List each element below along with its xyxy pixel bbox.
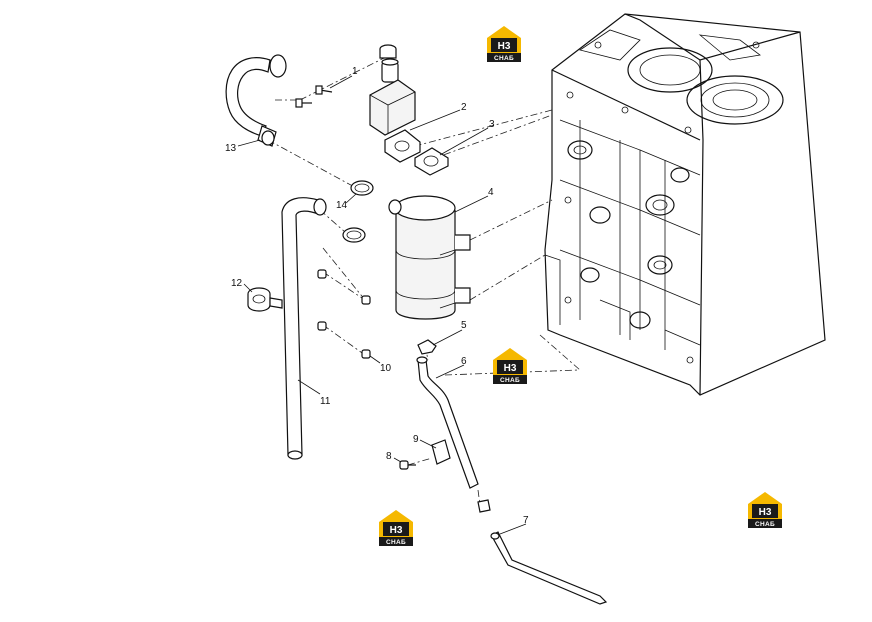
- watermark-word: СНАБ: [386, 539, 406, 546]
- oil-separator-4: [388, 195, 471, 320]
- engine-block: [544, 13, 826, 396]
- callout-3: 3: [489, 119, 495, 130]
- bolts-group: [317, 269, 416, 470]
- drain-hose-7: [477, 499, 608, 605]
- watermark-word: СНАБ: [755, 521, 775, 528]
- tube-11: [281, 197, 327, 460]
- watermark-logo-1: H3 СНАБ: [487, 26, 521, 62]
- callout-5: 5: [461, 320, 467, 331]
- callout-14: 14: [336, 200, 348, 211]
- callout-4: 4: [488, 187, 494, 198]
- callout-11: 11: [320, 396, 331, 407]
- pipe-6: [416, 356, 479, 489]
- hose-13: [225, 54, 287, 147]
- clip-5: [417, 339, 437, 355]
- watermark-letters: H3: [498, 41, 511, 52]
- watermark-word: СНАБ: [500, 377, 520, 384]
- flange-gasket-2: [384, 129, 421, 163]
- callout-labels: 1 2 3 4 5 6 7 8 9 10 11 12 13 14: [225, 66, 529, 526]
- watermark-word: СНАБ: [494, 55, 514, 62]
- breather-valve-1: [295, 44, 416, 136]
- callout-9: 9: [413, 434, 419, 445]
- watermark-logo-2: H3 СНАБ: [493, 348, 527, 384]
- callout-13: 13: [225, 143, 237, 154]
- bracket-12: [247, 287, 283, 312]
- callout-10: 10: [380, 363, 392, 374]
- callout-2: 2: [461, 102, 467, 113]
- watermark-logo-3: H3 СНАБ: [379, 510, 413, 546]
- clamp-14: [342, 180, 374, 243]
- watermark-logo-4: H3 СНАБ: [748, 492, 782, 528]
- callout-6: 6: [461, 356, 467, 367]
- leader-lines: [237, 75, 527, 535]
- grommet-9: [431, 439, 451, 465]
- watermark-letters: H3: [759, 507, 772, 518]
- callout-7: 7: [523, 515, 529, 526]
- watermark-letters: H3: [390, 525, 403, 536]
- callout-12: 12: [231, 278, 243, 289]
- gasket-3: [414, 147, 449, 176]
- callout-8: 8: [386, 451, 392, 462]
- watermark-letters: H3: [504, 363, 517, 374]
- callout-1: 1: [352, 66, 358, 77]
